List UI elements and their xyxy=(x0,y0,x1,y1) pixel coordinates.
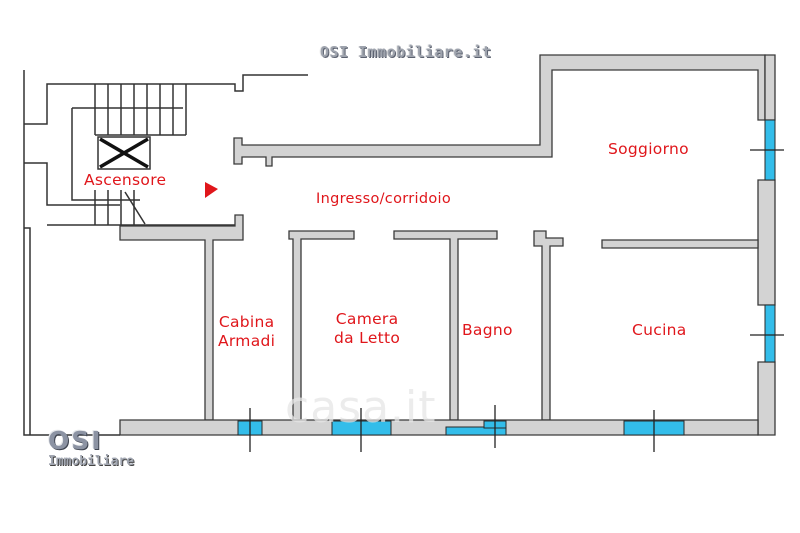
room-label-ascensore: Ascensore xyxy=(84,171,166,190)
bottom-logo-sub: Immobiliare xyxy=(48,454,135,469)
watermark: casa.it xyxy=(285,382,437,433)
bottom-logo-mark: OSI xyxy=(48,426,103,455)
room-name: Camera xyxy=(335,310,399,328)
room-name: Ingresso/corridoio xyxy=(316,191,452,207)
room-label-ingresso: Ingresso/corridoio xyxy=(316,190,451,209)
room-name: Cucina xyxy=(632,321,687,339)
room-name: Ascensore xyxy=(84,171,167,189)
room-label-bagno: Bagno xyxy=(462,321,513,340)
room-name: Armadi xyxy=(218,332,276,350)
room-name: Soggiorno xyxy=(608,140,689,158)
room-name: da Letto xyxy=(334,329,401,347)
room-name: Cabina xyxy=(218,313,275,331)
room-label-cucina: Cucina xyxy=(632,321,687,340)
room-name: Bagno xyxy=(462,321,513,339)
bottom-logo: OSI Immobiliare xyxy=(48,428,148,476)
top-logo: OSI Immobiliare.it xyxy=(320,43,492,61)
window-cucina-side xyxy=(764,304,776,363)
windows xyxy=(237,119,784,452)
elevator-shaft xyxy=(97,136,151,170)
stairwell xyxy=(23,70,308,436)
entrance-arrow-icon xyxy=(205,182,218,198)
walls xyxy=(119,54,776,436)
window-bagno xyxy=(445,426,507,436)
room-label-soggiorno: Soggiorno xyxy=(608,140,689,159)
